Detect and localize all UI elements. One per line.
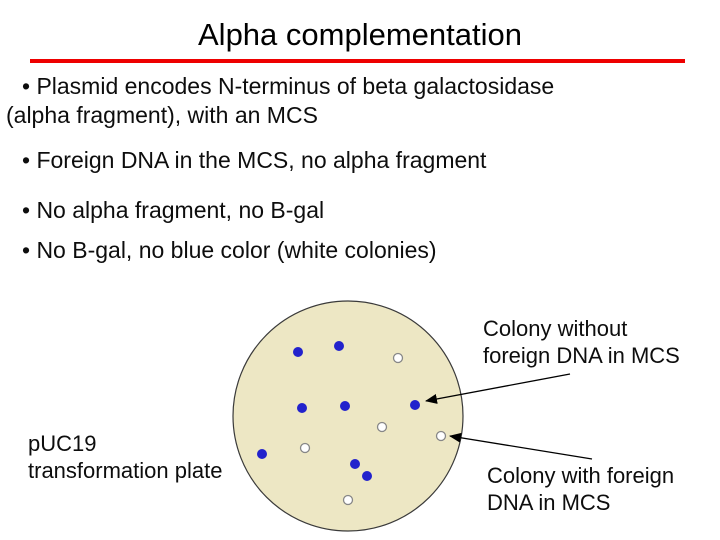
label-line: Colony without: [483, 316, 628, 341]
white-colony-dot: [392, 352, 404, 364]
label-line: foreign DNA in MCS: [483, 343, 680, 368]
arrow-to-blue-colony: [425, 373, 571, 404]
white-colony-dot: [376, 421, 388, 433]
label-puc19-transformation-plate: pUC19 transformation plate: [28, 430, 222, 484]
blue-colony-dot: [257, 449, 267, 459]
label-line: pUC19: [28, 431, 97, 456]
label-colony-with-foreign-dna: Colony with foreign DNA in MCS: [487, 462, 674, 516]
white-colony-dot: [342, 494, 354, 506]
white-colony-dot: [299, 442, 311, 454]
bullet-item: • Plasmid encodes N-terminus of beta gal…: [22, 73, 555, 99]
petri-dish: [232, 300, 464, 532]
label-line: DNA in MCS: [487, 490, 611, 515]
arrow-to-white-colony: [449, 432, 593, 460]
blue-colony-dot: [410, 400, 420, 410]
slide-title: Alpha complementation: [198, 17, 522, 52]
label-line: transformation plate: [28, 458, 223, 483]
title-underline: [30, 59, 685, 63]
white-colony-dot: [435, 430, 447, 442]
blue-colony-dot: [293, 347, 303, 357]
blue-colony-dot: [334, 341, 344, 351]
bullet-item-continuation: (alpha fragment), with an MCS: [6, 102, 318, 128]
label-line: Colony with foreign: [487, 463, 675, 488]
bullet-item: • Foreign DNA in the MCS, no alpha fragm…: [22, 147, 487, 173]
blue-colony-dot: [297, 403, 307, 413]
blue-colony-dot: [350, 459, 360, 469]
bullet-item: • No B-gal, no blue color (white colonie…: [22, 237, 437, 263]
label-colony-without-foreign-dna: Colony without foreign DNA in MCS: [483, 315, 680, 369]
blue-colony-dot: [340, 401, 350, 411]
bullet-item: • No alpha fragment, no B-gal: [22, 197, 325, 223]
blue-colony-dot: [362, 471, 372, 481]
